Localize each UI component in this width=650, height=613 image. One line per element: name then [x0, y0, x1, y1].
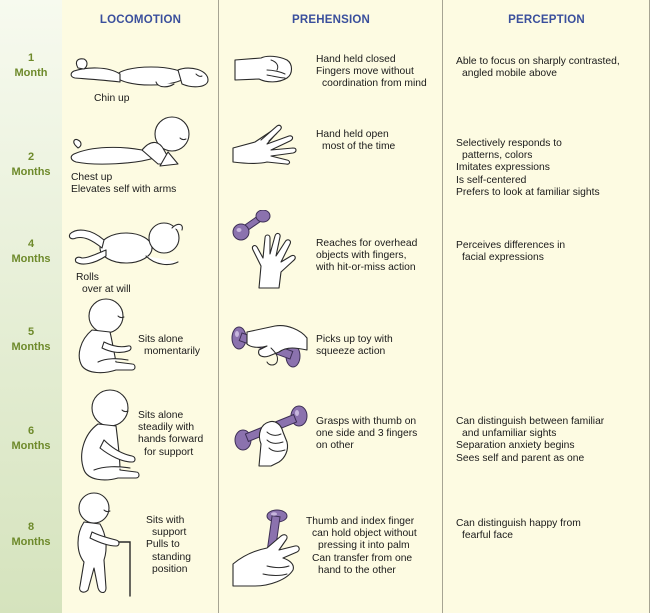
age-unit: Month	[14, 67, 48, 79]
age-unit: Months	[11, 253, 51, 265]
hand-grasping-dumbbell-icon	[234, 405, 308, 467]
baby-chest-up-icon	[70, 116, 190, 167]
hand-pincer-dumbbell-icon	[232, 509, 300, 587]
prehension-text: Hand held closed Fingers move without co…	[316, 54, 427, 90]
age-unit: Months	[11, 341, 51, 353]
age-label: 4 Months	[0, 237, 62, 267]
closed-hand-icon	[234, 55, 293, 83]
age-unit: Months	[11, 166, 51, 178]
age-number: 5	[27, 326, 35, 338]
age-unit: Months	[11, 536, 51, 548]
age-unit: Months	[11, 440, 51, 452]
age-label: 6 Months	[0, 424, 62, 454]
perception-text: Selectively responds to patterns, colors…	[456, 138, 600, 198]
locomotion-text: Sits alone steadily with hands forward f…	[138, 410, 204, 458]
hand-reaching-dumbbell-icon	[232, 210, 296, 289]
prehension-column	[219, 0, 443, 613]
prehension-header: PREHENSION	[291, 14, 371, 26]
baby-rolling-icon	[68, 222, 183, 266]
age-number: 4	[27, 238, 35, 250]
prehension-text: Hand held open most of the time	[316, 129, 396, 153]
hand-squeezing-dumbbell-icon	[231, 325, 308, 368]
locomotion-text: Chest up Elevates self with arms	[71, 172, 177, 196]
locomotion-text: Sits alone momentarily	[138, 334, 201, 358]
locomotion-text: Rolls over at will	[76, 272, 131, 296]
age-label: 1 Month	[0, 51, 62, 81]
age-number: 6	[27, 425, 35, 437]
baby-pulling-to-stand-icon	[77, 492, 131, 597]
perception-text: Can distinguish between familiar and unf…	[456, 416, 605, 464]
perception-header: PERCEPTION	[508, 14, 585, 26]
perception-text: Able to focus on sharply contrasted, ang…	[456, 56, 620, 80]
perception-text: Perceives differences in facial expressi…	[456, 240, 566, 264]
age-number: 1	[27, 52, 35, 64]
prehension-text: Thumb and index finger can hold object w…	[306, 516, 417, 576]
age-number: 8	[27, 521, 35, 533]
baby-lying-chin-up-icon	[70, 58, 209, 88]
locomotion-header: LOCOMOTION	[99, 14, 182, 26]
locomotion-text: Sits with support Pulls to standing posi…	[146, 515, 191, 575]
perception-text: Can distinguish happy from fearful face	[456, 518, 581, 542]
age-label: 5 Months	[0, 325, 62, 355]
perception-column	[443, 0, 650, 613]
baby-sitting-steadily-icon	[81, 389, 140, 481]
prehension-text: Picks up toy with squeeze action	[316, 334, 393, 358]
age-label: 8 Months	[0, 520, 62, 550]
age-number: 2	[27, 151, 35, 163]
locomotion-text: Chin up	[94, 93, 130, 104]
open-hand-icon	[232, 124, 297, 165]
age-label: 2 Months	[0, 150, 62, 180]
prehension-text: Grasps with thumb on one side and 3 fing…	[316, 416, 418, 452]
prehension-text: Reaches for overhead objects with finger…	[316, 238, 418, 274]
baby-sitting-momentarily-icon	[78, 298, 136, 374]
